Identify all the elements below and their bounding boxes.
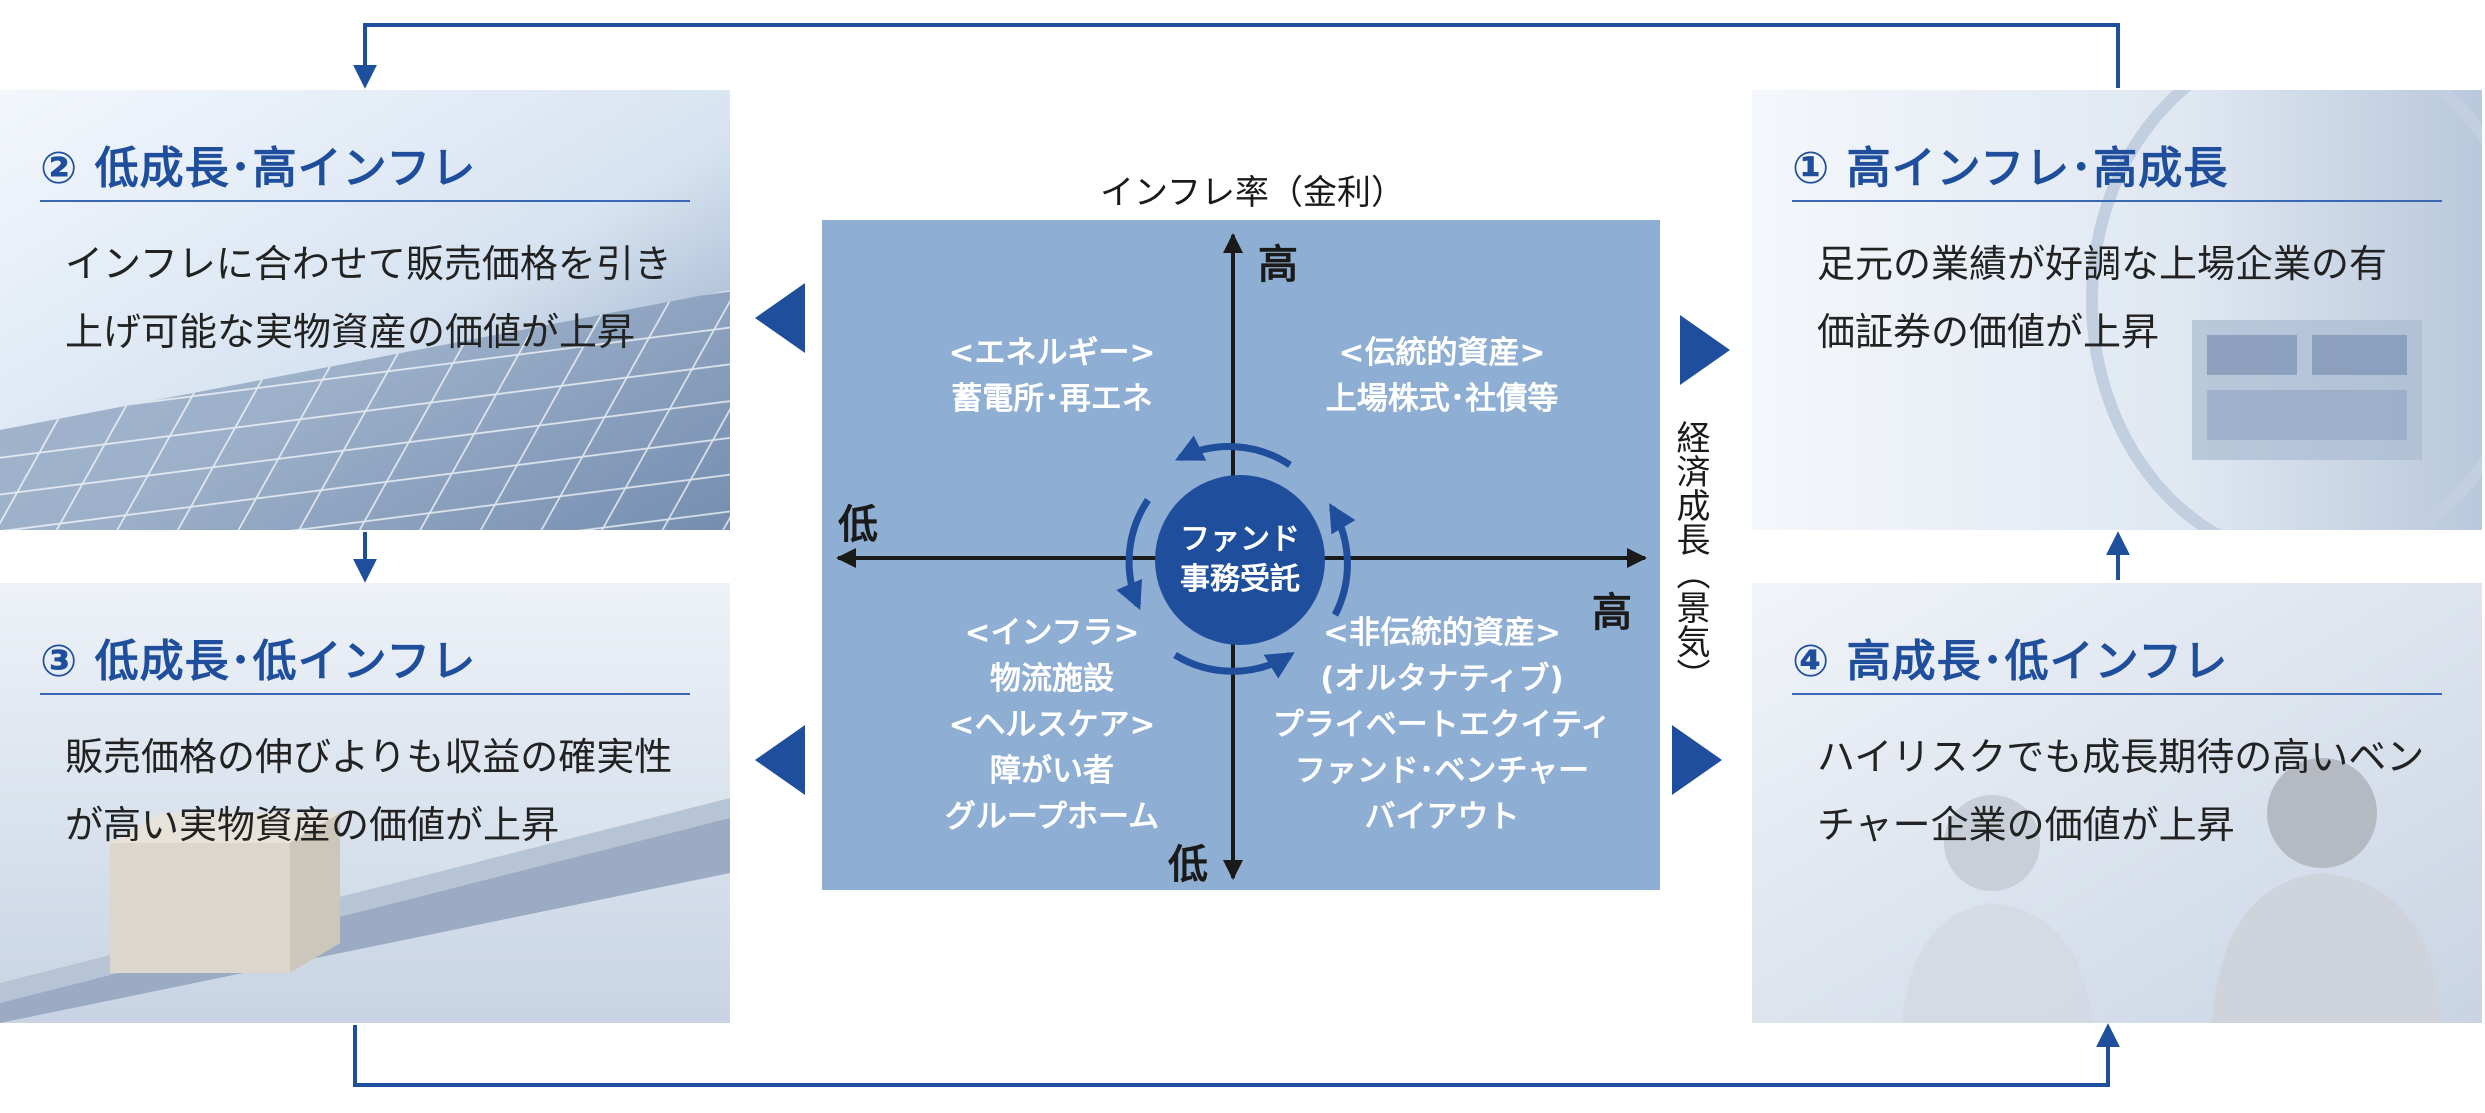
cycle-arrow-left [1116,498,1151,611]
title-underline [40,200,690,202]
panel-title: ② 低成長･高インフレ [40,143,477,194]
panel-low-growth-low-inflation: ③ 低成長･低インフレ 販売価格の伸びよりも収益の確実性 が高い実物資産の価値が… [0,583,730,1023]
quadrant-line: <エネルギー> [948,335,1156,371]
quadrant-line: (オルタナティブ) [1320,661,1564,697]
quadrant-line: グループホーム [944,799,1160,835]
description-line: 販売価格の伸びよりも収益の確実性 [65,735,673,779]
panel-high-growth-low-inflation: ④ 高成長･低インフレ ハイリスクでも成長期待の高いベン チャー企業の価値が上昇 [1752,583,2482,1023]
panel-description: ハイリスクでも成長期待の高いベン チャー企業の価値が上昇 [1817,723,2452,859]
solar-panel-image [0,90,730,530]
panel-title: ① 高インフレ･高成長 [1792,143,2229,194]
panel-low-growth-high-inflation: ② 低成長･高インフレ インフレに合わせて販売価格を引き 上げ可能な実物資産の価… [0,90,730,530]
title-underline [40,693,690,695]
description-line: 上げ可能な実物資産の価値が上昇 [65,310,636,354]
y-low-label: 低 [1168,842,1208,888]
triangle-right-top-icon [1680,315,1730,385]
quadrant-line: プライベートエクイティ [1272,707,1612,743]
business-meeting-image [1752,583,2482,1023]
cycle-arrow-right [1328,503,1356,617]
triangle-left-bottom-icon [755,725,805,795]
badge-line: 事務受託 [1180,562,1300,597]
flow-line-top [353,23,2120,89]
description-line: が高い実物資産の価値が上昇 [65,803,560,847]
quadrant-bottom-left: <インフラ> 物流施設 <ヘルスケア> 障がい者 グループホーム [902,610,1202,840]
quadrant-line: <非伝統的資産> [1323,615,1561,651]
quadrant-line: <インフラ> [964,615,1140,651]
panel-title: ④ 高成長･低インフレ [1792,636,2229,687]
x-axis-title: 経済成長（景気） [1670,420,1710,692]
description-line: 足元の業績が好調な上場企業の有 [1817,242,2388,286]
quadrant-line: ファンド･ベンチャー [1294,753,1590,789]
quadrant-line: 上場株式･社債等 [1325,381,1559,417]
y-axis-title: インフレ率（金利） [1100,173,1405,213]
quadrant-line: <ヘルスケア> [948,707,1156,743]
quadrant-line: 障がい者 [990,753,1114,789]
stock-exchange-image [1752,90,2482,530]
logistics-conveyor-image [0,583,730,1023]
quadrant-line: バイアウト [1364,799,1520,835]
triangle-right-bottom-icon [1672,725,1722,795]
description-line: 価証券の価値が上昇 [1817,310,2160,354]
panel-description: 販売価格の伸びよりも収益の確実性 が高い実物資産の価値が上昇 [65,723,700,859]
y-high-label: 高 [1258,242,1298,288]
panel-description: インフレに合わせて販売価格を引き 上げ可能な実物資産の価値が上昇 [65,230,700,366]
description-line: インフレに合わせて販売価格を引き [65,242,672,286]
quadrant-line: 物流施設 [990,661,1114,697]
triangle-left-top-icon [755,283,805,353]
description-line: ハイリスクでも成長期待の高いベン [1817,735,2425,779]
panel-title: ③ 低成長･低インフレ [40,636,477,687]
cycle-arrow-top [1174,435,1292,468]
quadrant-line: 蓄電所･再エネ [951,381,1153,417]
title-underline [1792,693,2442,695]
x-high-label: 高 [1592,590,1632,636]
cycle-arrow-bottom [1173,652,1295,679]
panel-description: 足元の業績が好調な上場企業の有 価証券の価値が上昇 [1817,230,2452,366]
quadrant-bottom-right: <非伝統的資産> (オルタナティブ) プライベートエクイティ ファンド･ベンチャ… [1262,610,1622,840]
x-low-label: 低 [838,502,878,548]
description-line: チャー企業の価値が上昇 [1817,803,2235,847]
quadrant-top-right: <伝統的資産> 上場株式･社債等 [1292,330,1592,422]
badge-line: ファンド [1180,522,1300,557]
quadrant-top-left: <エネルギー> 蓄電所･再エネ [902,330,1202,422]
panel-high-inflation-high-growth: ① 高インフレ･高成長 足元の業績が好調な上場企業の有 価証券の価値が上昇 [1752,90,2482,530]
quadrant-line: <伝統的資産> [1338,335,1546,371]
fund-admin-badge: ファンド 事務受託 [1155,475,1325,645]
flow-line-bottom [353,1023,2120,1087]
title-underline [1792,200,2442,202]
